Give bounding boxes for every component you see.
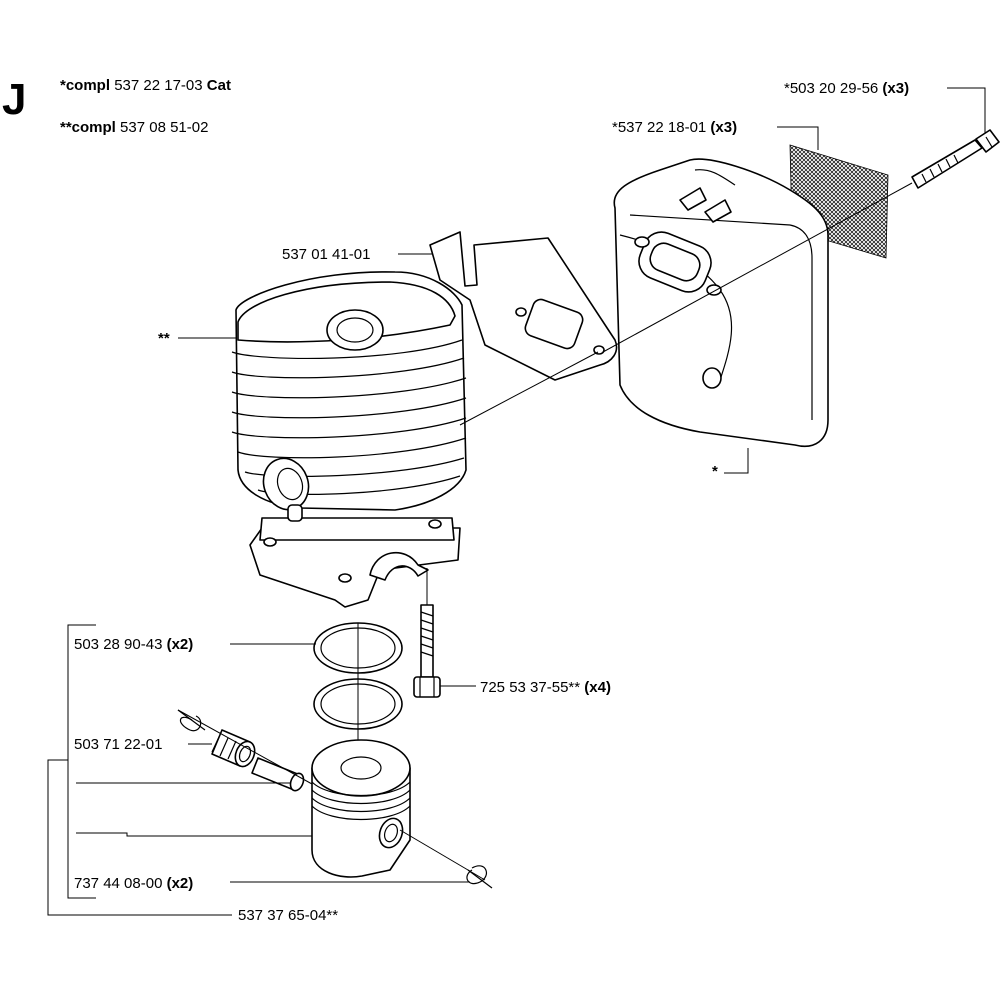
circlip-right-part — [466, 865, 493, 889]
label-piston-kit: 537 37 65-04** — [238, 907, 338, 924]
muffler-part — [613, 158, 829, 447]
label-piston-rings: 503 28 90-43 (x2) — [74, 636, 193, 653]
section-letter: J — [2, 75, 26, 124]
circlip-left-part — [177, 709, 206, 732]
complete-assembly-line-1: *compl 537 22 17-03 Cat — [60, 77, 231, 94]
piston-pin-part — [251, 757, 305, 792]
leader-lines — [47, 87, 986, 916]
piston-part — [311, 739, 411, 878]
label-muffler: * — [712, 463, 718, 480]
long-bolt-part — [911, 129, 1000, 189]
label-cylinder: ** — [158, 330, 170, 347]
cylinder-part — [231, 271, 467, 608]
needle-bearing-part — [211, 729, 256, 768]
complete-assembly-line-2: **compl 537 08 51-02 — [60, 119, 208, 136]
label-long-bolt: *503 20 29-56 (x3) — [784, 80, 909, 97]
bracket-gasket-part — [429, 231, 618, 381]
label-short-bolt: 725 53 37-55** (x4) — [480, 679, 611, 696]
short-bolt-part — [413, 604, 441, 698]
label-circlip: 737 44 08-00 (x2) — [74, 875, 193, 892]
label-needle-bearing: 503 71 22-01 — [74, 736, 162, 753]
label-bracket: 537 01 41-01 — [282, 246, 370, 263]
label-spark-screen: *537 22 18-01 (x3) — [612, 119, 737, 136]
